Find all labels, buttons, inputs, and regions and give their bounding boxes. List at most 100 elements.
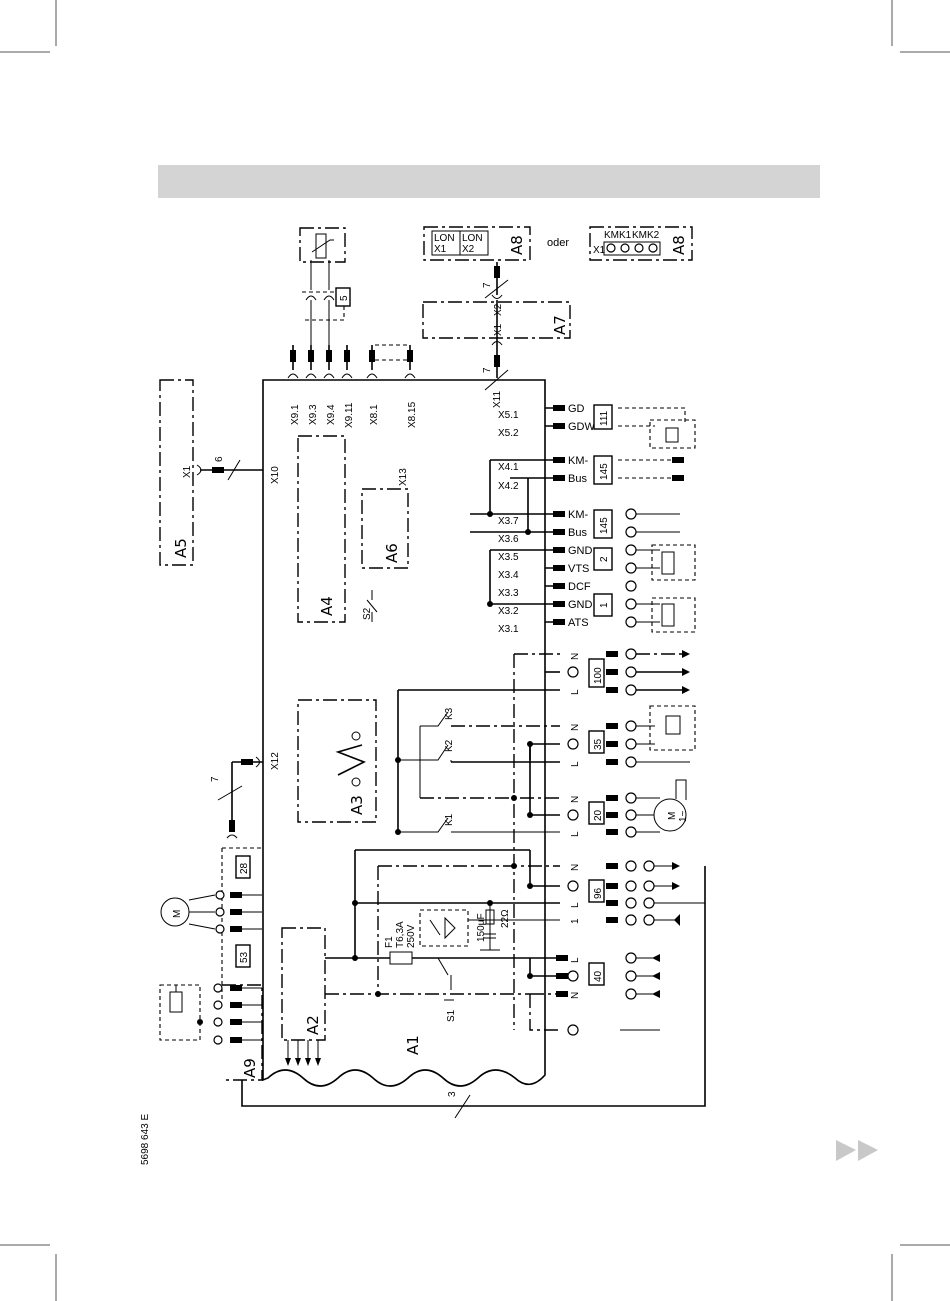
sig-gd: GD (568, 403, 585, 415)
plug-35: 35 (593, 738, 604, 750)
cable-7-b: 7 (482, 282, 493, 288)
plug-100: 100 (593, 667, 604, 684)
switch-s2: S2 (362, 590, 378, 622)
cable-3-label: 3 (447, 1091, 458, 1097)
term-l-40: L (570, 957, 581, 963)
conn-x3-1: X3.1 (498, 624, 519, 635)
oder-text: oder (547, 237, 569, 249)
plug-35-group: N L 35 (451, 705, 696, 768)
cable-7-a: 7 (210, 776, 221, 782)
conn-x8-1: X8.1 (369, 404, 380, 425)
x4-group: X4.1 X4.2 KM- Bus 145 (489, 455, 684, 514)
term-1-96: 1 (570, 918, 581, 924)
next-page-icon[interactable] (836, 1140, 878, 1161)
x5-group: X5.1 X5.2 GD GDW 111 (498, 403, 696, 449)
sig-dcf: DCF (568, 581, 591, 593)
plug-100-group: N L 100 (397, 648, 690, 1030)
term-n-96: N (570, 864, 581, 871)
module-a7: X1 X2 A7 (422, 294, 571, 346)
relays: K2 K3 K1 (395, 707, 560, 835)
cable-6: 6 (214, 456, 225, 462)
plug-20: 20 (593, 809, 604, 821)
plug-28-53-group: 28 53 M (160, 847, 262, 1000)
module-a6-label: A6 (383, 543, 401, 563)
conn-x13: X13 (398, 468, 409, 486)
switch-s1-label: S1 (446, 1009, 457, 1022)
plug-145a: 145 (599, 463, 610, 480)
conn-x11: X11 (492, 391, 503, 408)
module-a4-label: A4 (318, 596, 336, 616)
module-a8-kmk: KMK1 KMK2 X1 A8 (589, 226, 693, 261)
a7-x1: X1 (493, 323, 504, 336)
module-a9-label: A9 (241, 1058, 259, 1078)
term-l-100: L (570, 689, 581, 695)
sig-gnd-1: GND (568, 545, 593, 557)
conn-x4-2: X4.2 (498, 481, 519, 492)
lon-2: LON (462, 233, 483, 244)
term-n-100: N (570, 653, 581, 660)
a5-x1: X1 (182, 465, 193, 478)
fuse-rating: T6,3A (395, 921, 406, 948)
relay-k2: K2 (444, 739, 455, 752)
module-a2-label: A2 (304, 1015, 322, 1035)
motor-left-m: M (172, 910, 183, 918)
fuse-f1: F1 T6,3A 250V (325, 921, 560, 965)
conn-x4-1: X4.1 (498, 462, 519, 473)
plug-96-group: N L 1 96 (352, 849, 706, 994)
conn-x3-3: X3.3 (498, 588, 519, 599)
conn-x9-1: X9.1 (290, 404, 301, 425)
module-a3-label: A3 (348, 795, 366, 815)
motor-right-m: M (667, 812, 678, 820)
conn-x5-2: X5.2 (498, 428, 519, 439)
module-a6: A6 X13 (361, 468, 409, 569)
fuse-voltage: 250V (406, 924, 417, 948)
plug-2: 2 (599, 556, 610, 562)
module-a5: A5 X1 6 X10 (159, 379, 281, 566)
header-band (158, 165, 820, 198)
plug-20-group: N L 20 M 1~ (420, 744, 689, 838)
plug-40-group: L N 40 (527, 952, 660, 1036)
plug-28: 28 (239, 862, 250, 874)
motor-right-phase: 1~ (678, 810, 689, 822)
module-a1-label: A1 (404, 1035, 422, 1055)
module-a9: A9 (159, 983, 263, 1081)
conn-x10: X10 (270, 466, 281, 484)
sig-bus-2: Bus (568, 527, 587, 539)
document-id: 5698 643 E (140, 1114, 151, 1165)
conn-x9-3: X9.3 (308, 404, 319, 425)
rc-res: 22Ω (500, 909, 511, 928)
module-a5-label: A5 (172, 538, 190, 558)
cable-3: 3 (241, 866, 706, 1119)
conn-x3-5: X3.5 (498, 552, 519, 563)
cable-a7-a8: 7 (482, 262, 509, 299)
conn-x3-4: X3.4 (498, 570, 519, 581)
module-a8-label-kmk: A8 (670, 235, 688, 255)
sig-bus-1: Bus (568, 473, 587, 485)
lon-x1: X1 (434, 244, 447, 255)
module-a4: A4 (297, 435, 346, 623)
optocoupler-rc: 150µF 22Ω (419, 900, 511, 951)
term-n-40: N (570, 992, 581, 999)
sig-gdw: GDW (568, 421, 596, 433)
module-a3: A3 (297, 699, 377, 823)
conn-x3-7: X3.7 (498, 516, 519, 527)
module-a2: A2 (281, 927, 326, 1066)
conn-x9-11: X9.11 (344, 402, 355, 428)
lon-1: LON (434, 233, 455, 244)
rc-cap: 150µF (476, 913, 487, 942)
sensor-5: 5 (299, 227, 351, 345)
connector-x11: 7 X11 (482, 300, 509, 408)
plug-40: 40 (593, 970, 604, 982)
term-l-20: L (570, 831, 581, 837)
conn-x9-4: X9.4 (326, 404, 337, 425)
relay-k3: K3 (444, 707, 455, 720)
conn-x12: X12 (270, 752, 281, 770)
module-a8-lon: LON LON X1 X2 A8 (423, 226, 531, 261)
x3-group: X3.7 X3.6 X3.5 X3.4 X3.3 X3.2 X3.1 KM- B… (470, 478, 696, 635)
module-a7-label: A7 (551, 315, 569, 335)
fuse-name: F1 (384, 936, 395, 948)
module-a8-label-lon: A8 (508, 235, 526, 255)
sig-km-1: KM- (568, 455, 589, 467)
a7-x2: X2 (493, 303, 504, 316)
